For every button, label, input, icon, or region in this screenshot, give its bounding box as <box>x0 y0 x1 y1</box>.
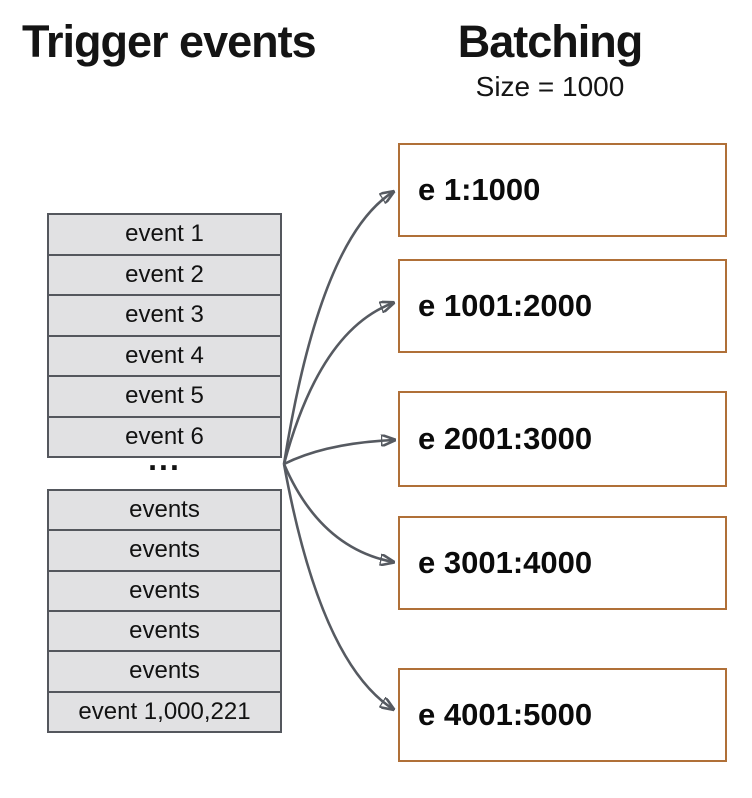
event-row: event 5 <box>47 375 282 418</box>
batch-box-5: e 4001:5000 <box>398 668 727 762</box>
batch-box-1: e 1:1000 <box>398 143 727 237</box>
arrow-to-batch-5 <box>282 463 393 709</box>
arrow-to-batch-2 <box>282 303 393 465</box>
batch-label: e 1:1000 <box>418 172 541 207</box>
batch-label: e 1001:2000 <box>418 288 593 323</box>
event-row: events <box>47 650 282 693</box>
arrow-to-batch-4 <box>282 463 393 562</box>
event-row: event 6 <box>47 415 282 458</box>
event-row: events <box>47 609 282 653</box>
event-stack-bottom: events events events events events event… <box>47 489 282 733</box>
event-row: event 4 <box>47 334 282 377</box>
event-row: events <box>47 489 282 532</box>
event-stack-top: event 1 event 2 event 3 event 4 event 5 … <box>47 213 282 458</box>
event-row: event 1,000,221 <box>47 690 282 733</box>
stack-ellipsis: ... <box>148 441 181 477</box>
batch-label: e 4001:5000 <box>418 697 593 732</box>
arrow-to-batch-3 <box>283 440 394 466</box>
batch-size-subtitle: Size = 1000 <box>475 71 625 102</box>
batch-label: e 3001:4000 <box>418 545 593 580</box>
event-row: event 1 <box>47 213 282 256</box>
event-row: events <box>47 569 282 612</box>
batching-header: Batching Size = 1000 <box>380 16 720 103</box>
event-row: events <box>47 529 282 572</box>
batch-box-2: e 1001:2000 <box>398 259 727 353</box>
batch-box-4: e 3001:4000 <box>398 516 727 610</box>
batch-label: e 2001:3000 <box>418 421 593 456</box>
batch-box-3: e 2001:3000 <box>398 391 727 487</box>
event-row: event 2 <box>47 253 282 296</box>
batching-title: Batching <box>457 16 644 67</box>
trigger-events-title: Trigger events <box>22 16 317 67</box>
event-row: event 3 <box>47 294 282 337</box>
arrow-to-batch-1 <box>282 192 393 465</box>
